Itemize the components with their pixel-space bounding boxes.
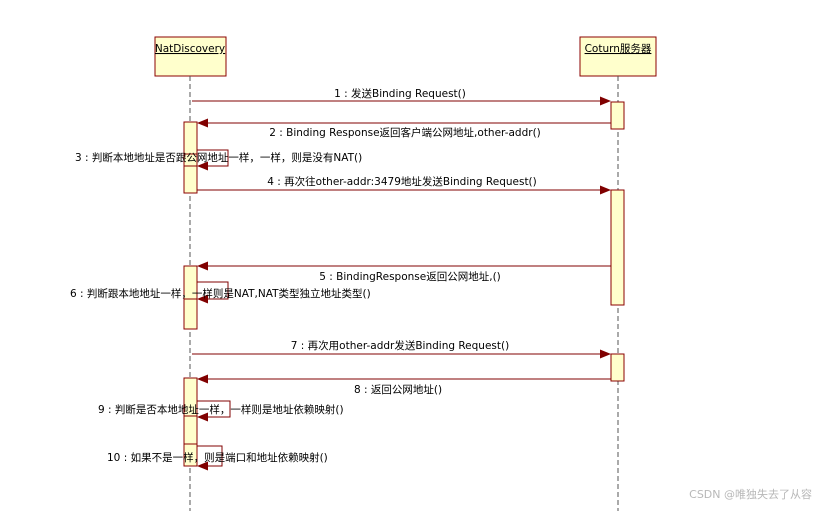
message-1[interactable]: 1 : 发送Binding Request() — [192, 87, 611, 106]
activation-coturn-1 — [610, 101, 625, 130]
participant-natdiscovery[interactable]: NatDiscovery — [154, 36, 227, 77]
watermark-text: CSDN @唯独失去了从容 — [689, 487, 812, 501]
message-10-label: 10 : 如果不是一样，则是端口和地址依赖映射() — [107, 451, 328, 464]
activation-natdiscovery-5 — [183, 298, 198, 330]
message-7-label: 7 : 再次用other-addr发送Binding Request() — [291, 339, 509, 352]
message-5-label: 5 : BindingResponse返回公网地址,() — [319, 270, 501, 283]
message-8[interactable]: 8 : 返回公网地址() — [197, 374, 611, 397]
message-2[interactable]: 2 : Binding Response返回客户端公网地址,other-addr… — [197, 118, 611, 140]
message-6-label: 6 : 判断跟本地地址一样，一样则是NAT,NAT类型独立地址类型() — [70, 287, 371, 300]
message-10[interactable]: 10 : 如果不是一样，则是端口和地址依赖映射() — [107, 445, 328, 471]
activation-natdiscovery-3 — [183, 165, 198, 194]
participant-coturn-label: Coturn服务器 — [585, 42, 652, 55]
message-7[interactable]: 7 : 再次用other-addr发送Binding Request() — [192, 339, 611, 359]
message-3[interactable]: 3 : 判断本地地址是否跟公网地址一样，一样，则是没有NAT() — [75, 149, 362, 171]
message-9[interactable]: 9 : 判断是否本地地址一样，一样则是地址依赖映射() — [98, 400, 344, 422]
activation-natdiscovery-7 — [183, 415, 198, 445]
message-2-label: 2 : Binding Response返回客户端公网地址,other-addr… — [269, 126, 541, 139]
message-6[interactable]: 6 : 判断跟本地地址一样，一样则是NAT,NAT类型独立地址类型() — [70, 281, 371, 304]
message-1-label: 1 : 发送Binding Request() — [334, 87, 466, 100]
participant-coturn[interactable]: Coturn服务器 — [579, 36, 657, 77]
message-5[interactable]: 5 : BindingResponse返回公网地址,() — [197, 261, 611, 284]
message-4-label: 4 : 再次往other-addr:3479地址发送Binding Reques… — [267, 175, 537, 188]
message-8-label: 8 : 返回公网地址() — [354, 383, 442, 396]
activation-natdiscovery-8 — [183, 443, 198, 467]
message-4[interactable]: 4 : 再次往other-addr:3479地址发送Binding Reques… — [197, 175, 611, 195]
message-3-label: 3 : 判断本地地址是否跟公网地址一样，一样，则是没有NAT() — [75, 151, 362, 164]
activation-natdiscovery-1 — [183, 121, 198, 155]
message-9-label: 9 : 判断是否本地地址一样，一样则是地址依赖映射() — [98, 403, 344, 416]
activation-coturn-3 — [610, 353, 625, 382]
activation-coturn-2 — [610, 189, 625, 306]
participant-natdiscovery-label: NatDiscovery — [155, 43, 225, 55]
